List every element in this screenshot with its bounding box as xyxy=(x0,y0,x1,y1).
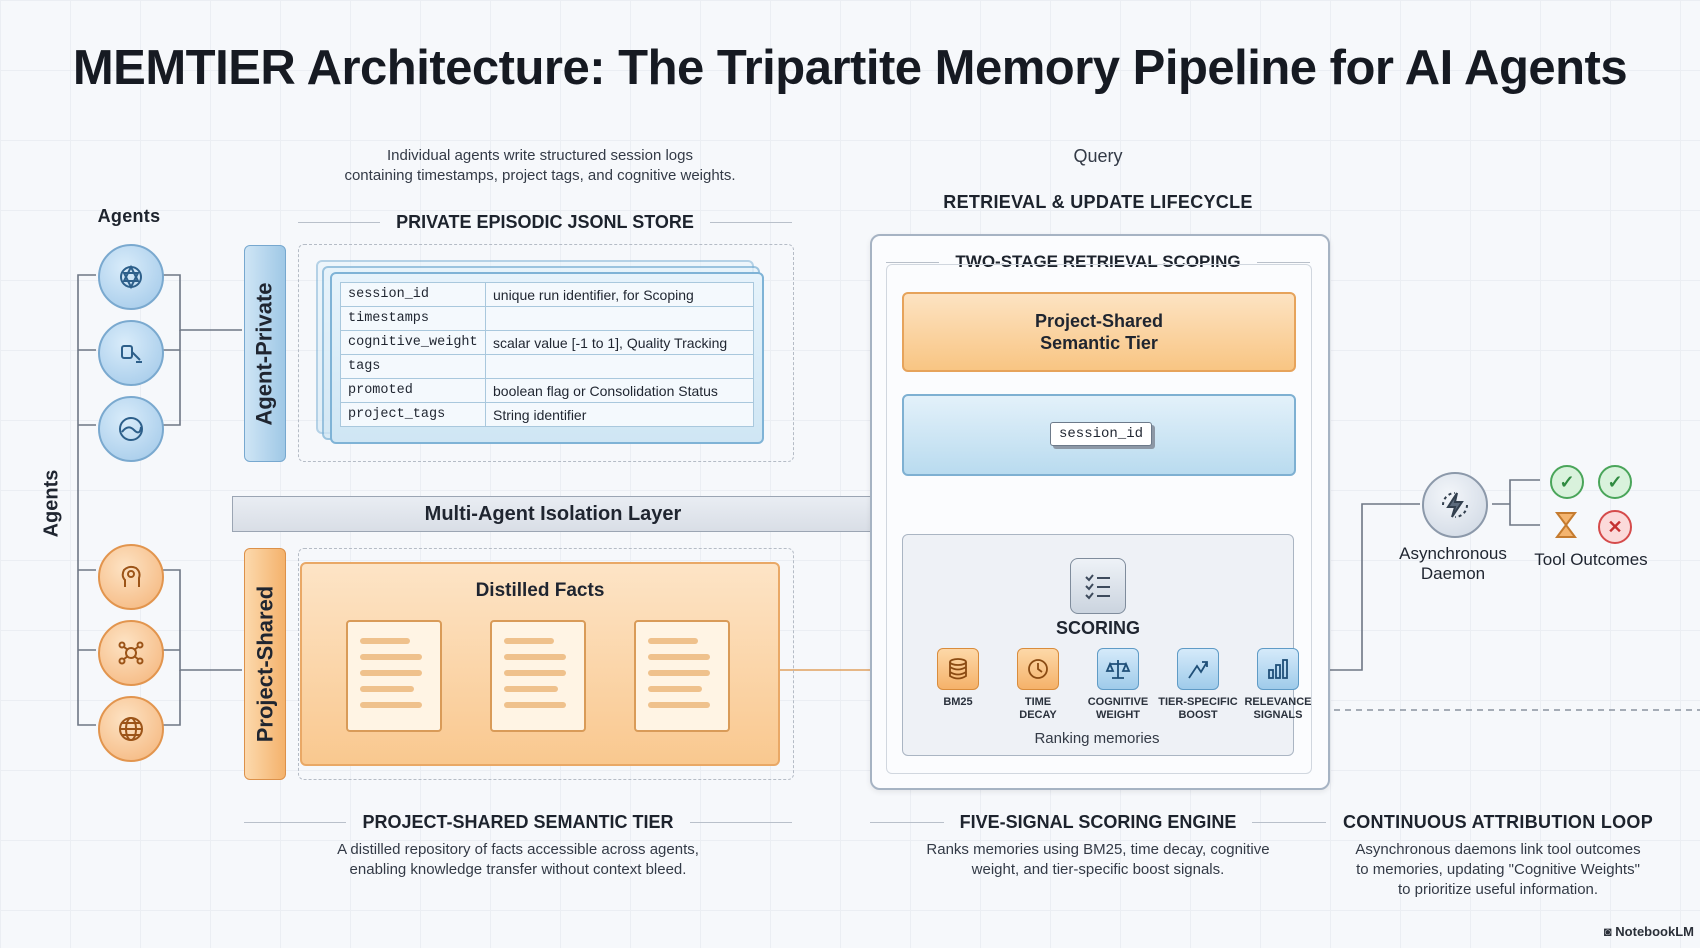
scoring-engine-heading: FIVE-SIGNAL SCORING ENGINE xyxy=(870,812,1327,833)
tool-agent-icon xyxy=(121,345,142,363)
check-icon: ✓ xyxy=(1598,465,1632,499)
clock-icon xyxy=(1017,648,1059,690)
private-store-heading: PRIVATE EPISODIC JSONL STORE xyxy=(298,212,793,233)
signal-relevance: RELEVANCE SIGNALS xyxy=(1238,648,1318,722)
jsonl-field-desc xyxy=(485,354,754,379)
isolation-layer: Multi-Agent Isolation Layer xyxy=(232,496,874,532)
agents-side-label: Agents xyxy=(40,469,63,538)
two-stage-heading: TWO-STAGE RETRIEVAL SCOPING xyxy=(886,252,1311,272)
two-stage-title: TWO-STAGE RETRIEVAL SCOPING xyxy=(955,252,1241,271)
globe-agent-icon xyxy=(119,417,143,441)
jsonl-row: tags xyxy=(340,354,754,379)
lightning-icon xyxy=(1442,492,1468,518)
daemon-label: Asynchronous Daemon xyxy=(1399,544,1507,583)
agent-openai[interactable] xyxy=(98,244,164,310)
signal-label: TIER-SPECIFIC BOOST xyxy=(1158,696,1238,721)
agents-heading: Agents xyxy=(97,206,161,226)
jsonl-row: timestamps xyxy=(340,306,754,331)
signal-cognitive-weight: COGNITIVE WEIGHT xyxy=(1078,648,1158,722)
scoring-engine-title: FIVE-SIGNAL SCORING ENGINE xyxy=(959,812,1237,832)
bar-chart-icon xyxy=(1257,648,1299,690)
jsonl-field-key: project_tags xyxy=(340,402,486,427)
jsonl-field-key: tags xyxy=(340,354,486,379)
agent-private-bar: Agent-Private xyxy=(244,245,286,462)
jsonl-field-desc: boolean flag or Consolidation Status xyxy=(485,378,754,403)
scoring-label: SCORING xyxy=(1055,618,1140,638)
scoring-checklist-icon xyxy=(1070,558,1126,614)
signal-bm25: BM25 xyxy=(918,648,998,709)
agent-globe[interactable] xyxy=(98,396,164,462)
check-icon: ✓ xyxy=(1550,465,1584,499)
retrieval-title: RETRIEVAL & UPDATE LIFECYCLE xyxy=(943,192,1253,212)
shared-tier-heading: PROJECT-SHARED SEMANTIC TIER xyxy=(244,812,792,833)
watermark: ◙ NotebookLM xyxy=(1570,924,1694,939)
jsonl-field-desc: String identifier xyxy=(485,402,754,427)
network-icon xyxy=(118,641,144,665)
session-scope-box: session_id xyxy=(902,394,1296,476)
jsonl-field-key: promoted xyxy=(340,378,486,403)
shared-tier-title: PROJECT-SHARED SEMANTIC TIER xyxy=(362,812,674,832)
distilled-facts-panel: Distilled Facts xyxy=(300,562,780,766)
globe-icon xyxy=(119,717,143,741)
private-store-title: PRIVATE EPISODIC JSONL STORE xyxy=(396,212,694,232)
signal-label: TIME DECAY xyxy=(1019,696,1057,721)
jsonl-field-desc: scalar value [-1 to 1], Quality Tracking xyxy=(485,330,754,355)
agent-network[interactable] xyxy=(98,620,164,686)
agents-side-label-wrap: Agents xyxy=(38,470,68,538)
watermark-text: NotebookLM xyxy=(1615,924,1694,939)
jsonl-field-key: timestamps xyxy=(340,306,486,331)
private-store-frame xyxy=(298,244,794,462)
boost-icon xyxy=(1177,648,1219,690)
attribution-loop-desc: Asynchronous daemons link tool outcomes … xyxy=(1355,841,1641,898)
session-id-chip: session_id xyxy=(1050,422,1153,446)
signals-row: BM25 TIME DECAY COGNITIVE WEIGHT TIER-SP… xyxy=(900,648,1312,728)
project-shared-label: Project-Shared xyxy=(252,585,277,743)
fact-document-icon xyxy=(346,620,442,732)
scale-icon xyxy=(1097,648,1139,690)
jsonl-field-desc: unique run identifier, for Scoping xyxy=(485,282,754,307)
two-stage-frame xyxy=(886,264,1312,774)
agent-tools[interactable] xyxy=(98,320,164,386)
notebooklm-icon: ◙ xyxy=(1603,924,1616,939)
signal-label: COGNITIVE WEIGHT xyxy=(1087,696,1149,721)
agent-world[interactable] xyxy=(98,696,164,762)
jsonl-field-key: cognitive_weight xyxy=(340,330,486,355)
tool-outcomes-label: Tool Outcomes xyxy=(1534,550,1648,569)
fact-document-icon xyxy=(634,620,730,732)
project-shared-bar: Project-Shared xyxy=(244,548,286,780)
private-store-note: Individual agents write structured sessi… xyxy=(344,147,736,184)
signal-label: RELEVANCE SIGNALS xyxy=(1244,696,1312,721)
signal-time-decay: TIME DECAY xyxy=(998,648,1078,722)
distilled-facts-title: Distilled Facts xyxy=(475,580,605,601)
jsonl-field-desc xyxy=(485,306,754,331)
agent-brain[interactable] xyxy=(98,544,164,610)
daemon-node[interactable] xyxy=(1422,472,1488,538)
jsonl-field-key: session_id xyxy=(340,282,486,307)
query-label: Query xyxy=(1073,146,1123,166)
agent-private-label: Agent-Private xyxy=(252,281,278,426)
openai-icon xyxy=(120,264,142,290)
ranking-label: Ranking memories xyxy=(1034,730,1160,747)
fact-document-icon xyxy=(490,620,586,732)
signal-tier-boost: TIER-SPECIFIC BOOST xyxy=(1158,648,1238,722)
attribution-loop-title: CONTINUOUS ATTRIBUTION LOOP xyxy=(1342,812,1654,832)
scoring-engine-desc: Ranks memories using BM25, time decay, c… xyxy=(926,841,1270,878)
shared-store-frame xyxy=(298,548,794,780)
shared-tier-desc: A distilled repository of facts accessib… xyxy=(337,841,699,878)
x-icon: ✕ xyxy=(1598,510,1632,544)
hourglass-icon xyxy=(1552,510,1580,540)
database-icon xyxy=(937,648,979,690)
brain-head-icon xyxy=(121,565,141,587)
signal-label: BM25 xyxy=(943,696,973,708)
semantic-tier-box: Project-Shared Semantic Tier xyxy=(902,292,1296,372)
page-title: MEMTIER Architecture: The Tripartite Mem… xyxy=(72,41,1628,95)
